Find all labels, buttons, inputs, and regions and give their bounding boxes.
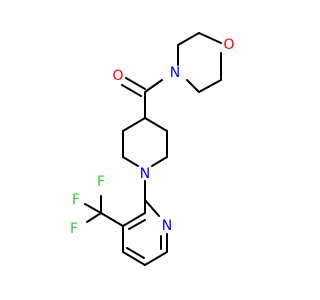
atom-label-morpholine-nitrogen: N [170,65,180,81]
bond-pyr-c2-n [144,199,160,217]
bond-morph-c-c [177,32,200,46]
bond-pyr-c3-c2-inner [128,219,146,230]
bond-pip-c3b-c4 [144,117,168,132]
molecule-structure-diagram: O N O N N F F F [70,32,235,266]
bond-pyr-c5-c4 [122,251,146,266]
bond-cf3-f2 [84,203,102,214]
bond-pyr-c6-c5 [144,251,168,266]
atom-label-fluorine-3: F [70,221,78,237]
bond-pyr-c3-cf3 [100,212,124,227]
bond-carbonyl-c-morph-n [144,79,163,93]
atom-label-fluorine-2: F [72,192,80,208]
bond-carbonyl-double-b [121,84,142,97]
bond-cf3-f3 [86,212,102,223]
bond-carbonyl-double-a [125,77,146,90]
atom-label-carbonyl-oxygen: O [112,68,123,84]
atom-label-pyridine-nitrogen: N [162,218,172,234]
atom-label-fluorine-1: F [97,174,105,190]
bond-pip-c2a-n [122,156,139,167]
bond-pyr-c3-c2 [122,212,146,227]
bonds [84,32,222,266]
bond-pip-n-c2b [151,156,168,167]
bond-morph-c-n [186,79,200,93]
bond-morph-c-o [198,32,222,44]
bond-morph-c-c2 [198,79,222,93]
bond-pip-c4-c3a [122,117,146,132]
atom-label-piperidine-nitrogen: N [140,166,150,182]
atom-label-morpholine-oxygen: O [223,37,234,53]
atom-labels: O N O N N F F F [70,37,235,237]
bond-pyr-c5-c4-inner [126,247,145,259]
